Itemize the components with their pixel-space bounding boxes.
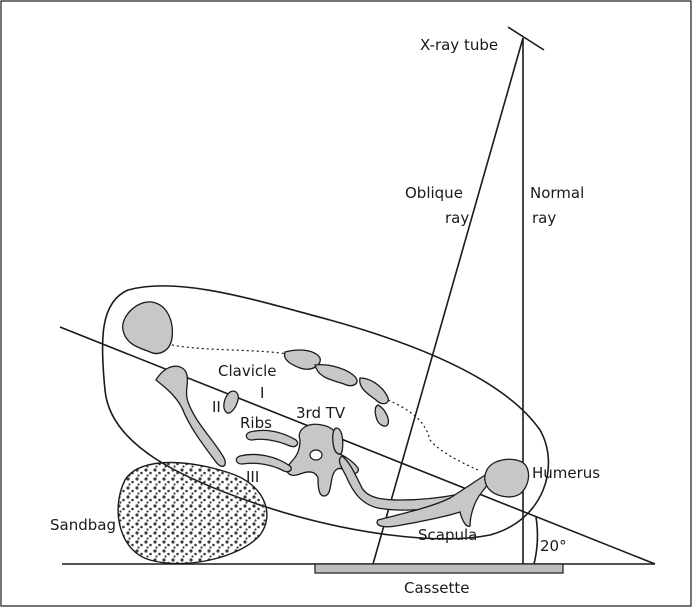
rib-segment-right <box>375 405 388 426</box>
angle-arc <box>534 517 537 564</box>
rib-dotted-line <box>388 400 430 440</box>
rib-lower-right <box>333 428 343 454</box>
clavicle-dotted-line <box>172 345 300 356</box>
label-normal-1: Normal <box>530 184 584 202</box>
label-third-tv: 3rd TV <box>296 404 346 422</box>
rib-I-bone <box>315 365 357 386</box>
label-rib-II: II <box>212 398 221 416</box>
rib-dotted-line-2 <box>430 440 478 470</box>
label-sandbag: Sandbag <box>50 516 116 534</box>
rib-curve-left <box>156 366 225 466</box>
cassette <box>315 564 563 573</box>
sandbag <box>118 463 267 564</box>
rib-II-bone <box>224 391 239 413</box>
acromion-bone <box>123 302 173 354</box>
label-rib-III: III <box>246 468 259 486</box>
humerus-bone <box>485 459 529 497</box>
label-clavicle: Clavicle <box>218 362 277 380</box>
rib-lower-left <box>236 454 291 471</box>
label-cassette: Cassette <box>404 579 470 597</box>
third-thoracic-vertebra <box>287 424 359 496</box>
label-humerus: Humerus <box>532 464 600 482</box>
vertebral-foramen <box>310 450 322 460</box>
rib-segment-upper <box>360 378 389 404</box>
label-xray-tube: X-ray tube <box>420 36 498 54</box>
label-oblique-1: Oblique <box>405 184 463 202</box>
label-angle: 20° <box>540 537 567 555</box>
label-scapula: Scapula <box>418 526 477 544</box>
xray-tube-icon <box>508 27 544 50</box>
label-rib-I: I <box>260 384 264 402</box>
rib-III-bone <box>246 430 297 446</box>
label-oblique-2: ray <box>445 209 469 227</box>
label-ribs: Ribs <box>240 414 272 432</box>
label-normal-2: ray <box>532 209 556 227</box>
